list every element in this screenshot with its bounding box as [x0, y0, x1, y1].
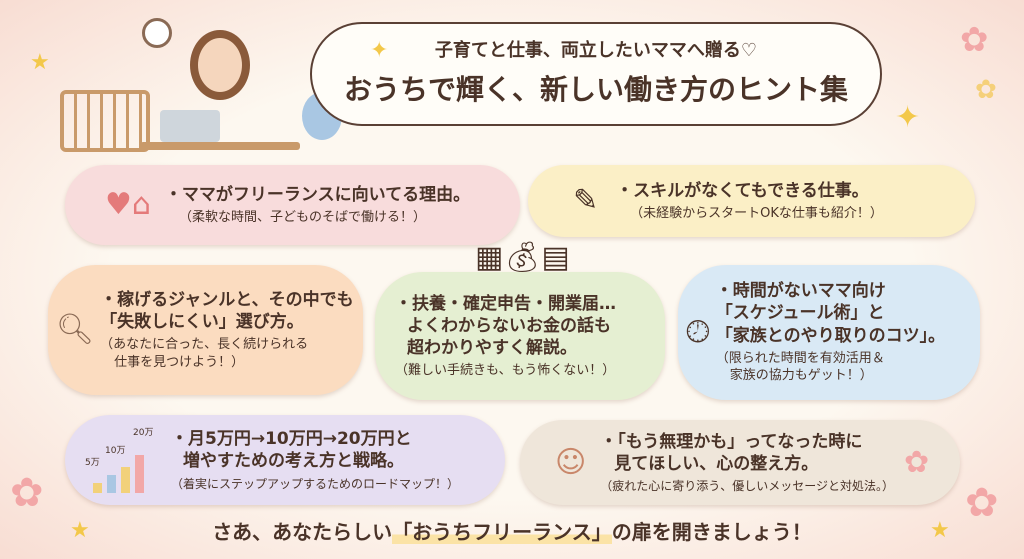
page-title: おうちで輝く、新しい働き方のヒント集	[343, 73, 848, 106]
card-title: 超わかりやすく解説。	[407, 337, 577, 358]
card-subtitle: （着実にステップアップするためのロードマップ！）	[171, 476, 460, 491]
card-income-growth: 5万 10万 20万 ・月5万円→10万円→20万円と増やすための考え方と戦略。…	[65, 415, 505, 505]
card-title: 「家族とのやり取りのコツ」。	[715, 325, 946, 346]
card-subtitle: （限られた時間を有効活用＆	[715, 350, 885, 366]
star-icon: ★	[70, 518, 90, 543]
footer-highlight: 「おうちフリーランス」	[392, 520, 612, 544]
chart-label: 10万	[105, 446, 126, 456]
card-schedule-tips: 🕗︎ ・時間がないママ向け「スケジュール術」と「家族とのやり取りのコツ」。 （限ら…	[678, 265, 980, 400]
card-no-skill-jobs: ✎ ・スキルがなくてもできる仕事。 （未経験からスタートOKな仕事も紹介！）	[528, 165, 975, 237]
footer-message: さあ、あなたらしい「おうちフリーランス」の扉を開きましょう！	[0, 516, 1024, 545]
card-title: ・「もう無理かも」ってなった時に	[600, 431, 863, 452]
card-subtitle: （あなたに合った、長く続けられる	[100, 337, 309, 353]
card-title: ・稼げるジャンルと、その中でも	[100, 289, 354, 310]
card-subtitle: 家族の協力もゲット！）	[729, 368, 873, 384]
paper-pencil-icon: ✎	[573, 183, 599, 218]
card-freelance-reasons: ♥⌂ ・ママがフリーランスに向いてる理由。 （柔軟な時間、子どものそばで働ける！）	[65, 165, 520, 245]
subtitle: 子育てと仕事、両立したいママへ贈る♡	[434, 40, 758, 61]
card-subtitle: （疲れた心に寄り添う、優しいメッセージと対処法。）	[600, 479, 895, 493]
card-title: 「失敗しにくい」選び方。	[100, 311, 304, 332]
card-title: ・時間がないママ向け	[715, 281, 886, 302]
title-bubble: 子育てと仕事、両立したいママへ贈る♡ おうちで輝く、新しい働き方のヒント集	[310, 22, 882, 126]
bar	[93, 483, 102, 493]
bar	[135, 455, 144, 493]
sparkle-icon: ✦	[370, 38, 389, 63]
flower-icon: ✿	[904, 444, 930, 480]
flower-icon: ✿	[965, 480, 999, 526]
bar	[121, 467, 130, 493]
card-title: ・扶養・確定申告・開業届…	[395, 293, 616, 314]
card-title: 見てほしい、心の整え方。	[614, 453, 819, 474]
card-money-procedures: ・扶養・確定申告・開業届…よくわからないお金の話も超わかりやすく解説。 （難しい手…	[375, 272, 665, 400]
flower-icon: ✿	[960, 20, 989, 60]
card-mental-care: ☺ ・「もう無理かも」ってなった時に見てほしい、心の整え方。 （疲れた心に寄り添う…	[520, 420, 960, 505]
hugging-woman-icon: ☺	[555, 444, 587, 480]
chart-label: 20万	[133, 428, 154, 438]
clock-icon: 🕗︎	[686, 314, 710, 350]
star-icon: ★	[30, 50, 50, 75]
laptop-icon	[160, 110, 220, 142]
sparkle-icon: ✦	[895, 100, 921, 135]
card-title: 「スケジュール術」と	[715, 303, 885, 324]
card-subtitle: （柔軟な時間、子どものそばで働ける！）	[178, 209, 426, 225]
card-title: よくわからないお金の話も	[407, 315, 611, 336]
card-subtitle: 仕事を見つけよう！）	[114, 354, 245, 370]
calculator-money-document-icon: ▦💰︎▤	[475, 240, 570, 275]
mother-working-illustration	[40, 10, 342, 160]
clock-icon	[142, 18, 172, 48]
card-genre-selection: 🔍︎ ・稼げるジャンルと、その中でも「失敗しにくい」選び方。 （あなたに合った、長…	[48, 265, 363, 395]
card-title: ・ママがフリーランスに向いてる理由。	[164, 184, 471, 205]
mother-avatar	[190, 30, 250, 100]
footer-text: さあ、あなたらしい	[212, 520, 393, 544]
crib-icon	[60, 90, 150, 152]
card-subtitle: （難しい手続きも、もう怖くない！）	[395, 362, 616, 378]
flower-icon: ✿	[975, 75, 997, 105]
card-title: ・月5万円→10万円→20万円と	[171, 429, 412, 450]
card-title: ・スキルがなくてもできる仕事。	[616, 180, 869, 201]
heart-house-icon: ♥⌂	[105, 187, 151, 222]
bar	[107, 475, 116, 493]
growth-chart-icon: 5万 10万 20万	[83, 425, 163, 495]
chart-label: 5万	[85, 458, 100, 468]
magnifier-icon: 🔍︎	[56, 312, 95, 347]
flower-icon: ✿	[10, 470, 44, 516]
desk	[140, 142, 300, 150]
footer-text: の扉を開きましょう！	[611, 520, 812, 544]
card-subtitle: （未経験からスタートOKな仕事も紹介！）	[630, 205, 883, 221]
star-icon: ★	[930, 518, 950, 543]
card-title: 増やすための考え方と戦略。	[183, 451, 404, 472]
